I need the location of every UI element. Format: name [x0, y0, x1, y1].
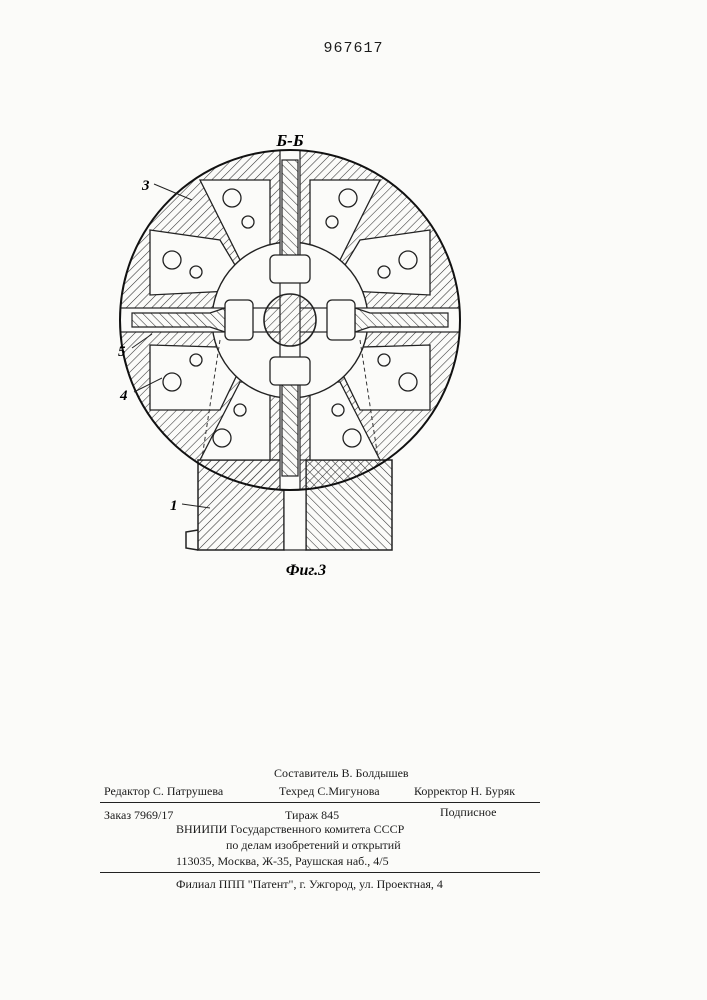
compiler-line: Составитель В. Болдышев: [274, 766, 409, 781]
callout-3: 3: [141, 178, 150, 194]
callout-4: 4: [119, 388, 128, 404]
address-line: 113035, Москва, Ж-35, Раушская наб., 4/5: [176, 854, 389, 869]
divider: [100, 802, 540, 803]
corrector-line: Корректор Н. Буряк: [414, 784, 515, 799]
techred-line: Техред С.Мигунова: [279, 784, 380, 799]
org-line-1: ВНИИПИ Государственного комитета СССР: [176, 822, 404, 837]
figure-caption: Фиг.3: [286, 562, 326, 579]
branch-line: Филиал ППП "Патент", г. Ужгород, ул. Про…: [176, 877, 443, 892]
order-number: Заказ 7969/17: [104, 808, 173, 823]
central-shaft: [264, 294, 316, 346]
callout-1: 1: [170, 498, 178, 514]
divider: [100, 872, 540, 873]
patent-number: 967617: [0, 40, 707, 57]
section-label: Б-Б: [275, 131, 303, 150]
subscription: Подписное: [440, 805, 497, 820]
circulation: Тираж 845: [285, 808, 339, 823]
org-line-2: по делам изобретений и открытий: [226, 838, 401, 853]
callout-5: 5: [118, 344, 126, 360]
technical-drawing: Б-Б 3 5 4 1 Фиг.3: [110, 120, 470, 580]
editor-line: Редактор С. Патрушева: [104, 784, 223, 799]
